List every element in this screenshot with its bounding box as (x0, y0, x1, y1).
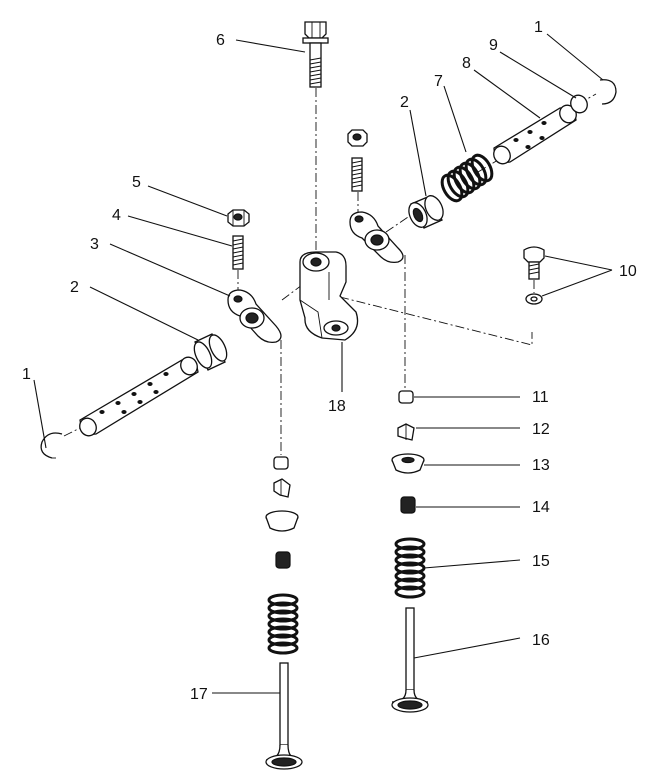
callout-17: 17 (190, 686, 208, 703)
callout-2-left: 2 (70, 279, 79, 296)
rocker-arm-part-3 (227, 289, 282, 344)
bushing-part-2-left (193, 333, 228, 371)
callout-1-left: 1 (22, 366, 31, 383)
rocker-support-part-18 (299, 251, 359, 341)
callout-5: 5 (132, 174, 141, 191)
snap-ring-part-1-left (40, 432, 63, 459)
valve-retainer-part-13 (391, 453, 425, 474)
callout-11: 11 (532, 389, 549, 406)
callout-15: 15 (532, 553, 550, 570)
adjusting-screw-part-4 (232, 235, 244, 270)
leader-lines (33, 33, 613, 694)
callout-9: 9 (489, 37, 498, 54)
callout-10: 10 (619, 263, 637, 280)
valve-spring-left (267, 593, 299, 655)
bolt-washer-part-10 (523, 246, 545, 305)
callout-12: 12 (532, 421, 550, 438)
spring-part-7 (440, 153, 494, 203)
valve-part-17 (265, 662, 303, 770)
callout-labels: 1 9 8 7 2 6 5 4 3 2 1 10 18 11 12 13 14 … (22, 19, 637, 703)
valve-retainer-left (265, 510, 299, 532)
callout-6: 6 (216, 32, 225, 49)
callout-4: 4 (112, 207, 121, 224)
valve-cap-part-11 (398, 390, 414, 404)
nut-right (347, 129, 368, 147)
callout-7: 7 (434, 73, 443, 90)
callout-13: 13 (532, 457, 550, 474)
valve-seal-left (275, 551, 291, 569)
valve-keeper-part-12 (397, 423, 415, 441)
valve-part-16 (391, 607, 429, 713)
valve-spring-part-15 (394, 537, 426, 599)
callout-16: 16 (532, 632, 550, 649)
callout-1-right: 1 (534, 19, 543, 36)
callout-3: 3 (90, 236, 99, 253)
valve-cap-left (273, 456, 289, 470)
callout-18: 18 (328, 398, 346, 415)
rocker-shaft-part-8 (493, 104, 577, 165)
callout-14: 14 (532, 499, 550, 516)
rocker-arm-right (349, 211, 404, 264)
snap-ring-part-1-right (599, 79, 617, 105)
bushing-part-2-right (408, 195, 444, 229)
valve-keeper-left (273, 478, 291, 498)
callout-8: 8 (462, 55, 471, 72)
bolt-part-6 (302, 21, 329, 88)
plug-part-9 (570, 94, 588, 114)
valve-seal-part-14 (400, 496, 416, 514)
rocker-shaft-left (79, 356, 199, 437)
callout-2-right: 2 (400, 94, 409, 111)
nut-part-5 (227, 209, 250, 227)
adjusting-screw-right (351, 157, 363, 192)
